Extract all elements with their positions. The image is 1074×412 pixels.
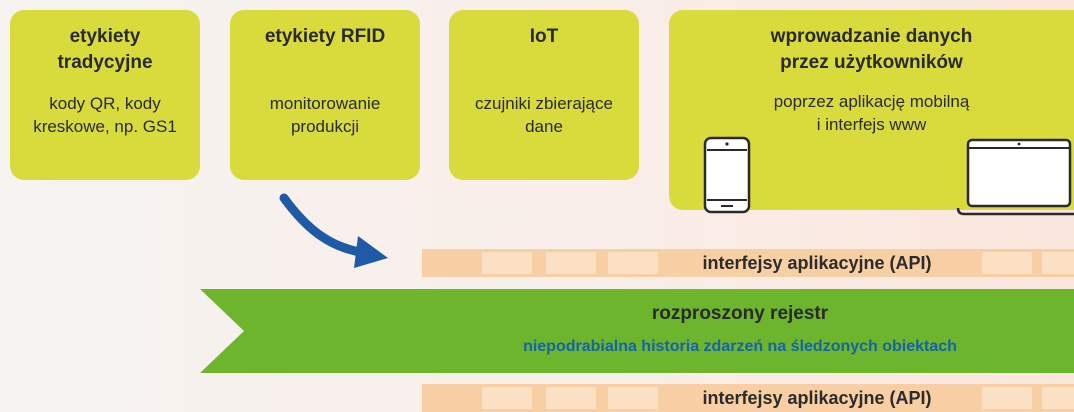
api-tile <box>482 252 532 274</box>
api-tile <box>982 252 1032 274</box>
source-title: etykiety RFID <box>264 26 386 47</box>
ledger-subtitle: niepodrabialna historia zdarzeń na śledz… <box>523 338 957 355</box>
api-tile <box>546 387 596 409</box>
api-tile <box>608 387 658 409</box>
source-description: monitorowanie produkcji <box>269 94 381 136</box>
api-tile <box>982 387 1032 409</box>
ledger-ribbon <box>200 289 1074 373</box>
api-label-top: interfejsy aplikacyjne (API) <box>672 249 962 277</box>
api-label-bottom: interfejsy aplikacyjne (API) <box>672 384 962 412</box>
api-band-top: interfejsy aplikacyjne (API) <box>422 249 1074 277</box>
source-description: czujniki zbierające dane <box>475 94 613 136</box>
ledger-title: rozproszony rejestr <box>651 303 829 324</box>
source-title: etykiety tradycyjne <box>57 26 153 73</box>
api-tile <box>1042 252 1074 274</box>
source-box-iot: IoT czujniki zbierające dane <box>449 10 639 180</box>
smartphone-icon <box>703 136 751 214</box>
laptop-icon <box>956 138 1074 216</box>
source-title: IoT <box>529 26 559 47</box>
api-tile <box>482 387 532 409</box>
curved-arrow-icon <box>279 193 388 268</box>
source-description: poprzez aplikację mobilną i interfejs ww… <box>773 92 970 134</box>
source-title: wprowadzanie danych przez użytkowników <box>770 26 973 73</box>
api-tile <box>608 252 658 274</box>
api-tile <box>1042 387 1074 409</box>
api-band-bottom: interfejsy aplikacyjne (API) <box>422 384 1074 412</box>
api-tile <box>546 252 596 274</box>
source-description: kody QR, kody kreskowe, np. GS1 <box>33 94 177 136</box>
source-box-rfid: etykiety RFID monitorowanie produkcji <box>230 10 420 180</box>
source-box-traditional-labels: etykiety tradycyjne kody QR, kody kresko… <box>10 10 200 180</box>
